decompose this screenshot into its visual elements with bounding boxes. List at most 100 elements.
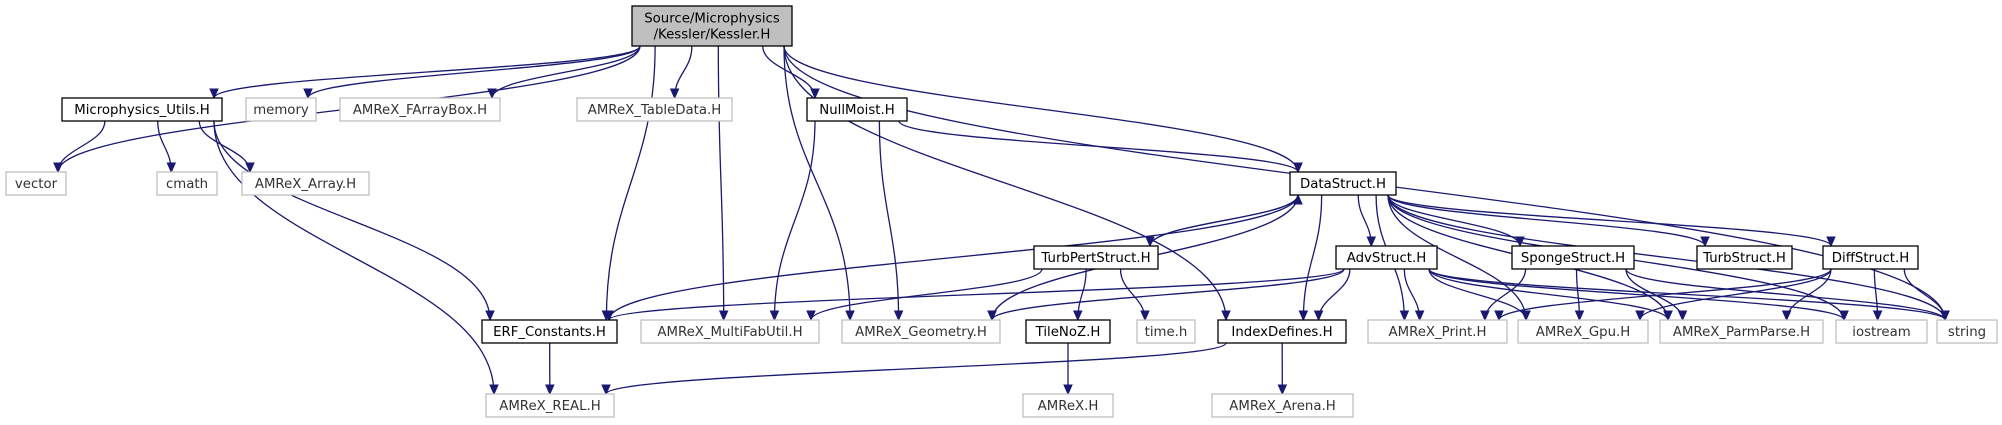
edge-spongestruct-to-print — [1480, 268, 1527, 322]
edge-microphysics_utils-to-amrex_array — [198, 120, 255, 174]
edge-line — [1498, 268, 1832, 321]
node-box — [1659, 319, 1824, 344]
node-label: AdvStruct.H — [1347, 251, 1426, 266]
edge-arrowhead — [1663, 310, 1673, 322]
node-erf-constants[interactable]: ERF_Constants.H — [481, 319, 618, 344]
edge-line — [762, 45, 816, 99]
node-label: string — [1948, 325, 1986, 340]
edge-line — [605, 342, 1227, 395]
edge-datastruct-to-diffstruct — [1387, 194, 1836, 248]
edge-arrowhead — [1140, 310, 1150, 322]
node-box — [245, 97, 317, 122]
edge-line — [213, 120, 491, 321]
node-tilenoz[interactable]: TileNoZ.H — [1025, 319, 1111, 344]
edge-arrowhead — [893, 310, 904, 322]
node-label: AMReX_Arena.H — [1229, 399, 1335, 414]
edge-nullmoist-to-geometry — [878, 120, 904, 322]
edge-arrowhead — [1700, 236, 1710, 248]
node-parmparse: AMReX_ParmParse.H — [1659, 319, 1824, 344]
node-amrex-real: AMReX_REAL.H — [485, 393, 615, 418]
edge-arrowhead — [1677, 310, 1688, 322]
node-label: IndexDefines.H — [1231, 325, 1332, 340]
edge-indexdefines-to-amrex_real — [601, 342, 1227, 396]
edge-advstruct-to-iostream — [1428, 268, 1849, 322]
edge-arrowhead — [845, 310, 855, 322]
node-box — [241, 171, 370, 196]
edge-line — [1387, 194, 1527, 321]
node-farraybox: AMReX_FArrayBox.H — [339, 97, 501, 122]
edge-arrowhead — [166, 162, 177, 174]
edge-line — [783, 45, 851, 321]
node-datastruct[interactable]: DataStruct.H — [1289, 171, 1397, 196]
node-microphysics-utils[interactable]: Microphysics_Utils.H — [61, 97, 223, 122]
node-label: TileNoZ.H — [1035, 325, 1101, 340]
edge-diffstruct-to-string — [1903, 268, 1950, 322]
node-label: AMReX_ParmParse.H — [1673, 325, 1810, 340]
edge-spongestruct-to-gpu — [1574, 268, 1585, 322]
node-box — [1696, 245, 1793, 270]
edge-arrowhead — [1940, 310, 1950, 322]
edge-arrowhead — [1839, 310, 1849, 322]
edge-arrowhead — [489, 384, 499, 396]
node-label: Microphysics_Utils.H — [74, 103, 210, 118]
node-turbstruct[interactable]: TurbStruct.H — [1696, 245, 1793, 270]
edge-arrowhead — [1298, 310, 1309, 322]
node-root[interactable]: Source/Microphysics/Kessler/Kessler.H — [631, 5, 793, 47]
node-label: vector — [15, 177, 58, 192]
node-box — [1211, 393, 1354, 418]
node-diffstruct[interactable]: DiffStruct.H — [1822, 245, 1919, 270]
node-label: cmath — [166, 177, 208, 192]
edge-datastruct-to-turbstruct — [1387, 194, 1710, 248]
edge-line — [1625, 268, 1946, 321]
node-box — [1511, 245, 1635, 270]
node-box — [339, 97, 501, 122]
edge-line — [1149, 194, 1299, 247]
node-label: Source/Microphysics — [644, 12, 780, 27]
node-spongestruct[interactable]: SpongeStruct.H — [1511, 245, 1635, 270]
edge-line — [1387, 194, 1946, 321]
edge-turbpertstruct-to-tilenoz — [1073, 268, 1087, 322]
edge-line — [57, 120, 106, 173]
node-time: time.h — [1136, 319, 1196, 344]
node-label: AMReX_Array.H — [255, 177, 356, 192]
edge-arrowhead — [1574, 310, 1585, 322]
node-label: DataStruct.H — [1300, 177, 1386, 192]
edge-line — [1387, 194, 1706, 247]
edge-datastruct-to-advstruct — [1357, 194, 1377, 248]
edge-line — [783, 45, 1299, 173]
node-box — [640, 319, 820, 344]
node-label: memory — [253, 103, 309, 118]
edge-line — [717, 45, 725, 321]
node-amrex-arena: AMReX_Arena.H — [1211, 393, 1354, 418]
node-indexdefines[interactable]: IndexDefines.H — [1217, 319, 1347, 344]
edge-line — [307, 45, 641, 99]
node-nullmoist[interactable]: NullMoist.H — [806, 97, 908, 122]
node-box — [156, 171, 218, 196]
edge-arrowhead — [1063, 384, 1073, 396]
edge-line — [213, 120, 495, 395]
node-turbpertstruct[interactable]: TurbPertStruct.H — [1033, 245, 1159, 270]
edge-root-to-indexdefines — [783, 45, 1231, 322]
edge-diffstruct-to-print — [1494, 268, 1832, 322]
nodes-layer: Source/Microphysics/Kessler/Kessler.H Mic… — [5, 5, 1998, 418]
edge-datastruct-to-indexdefines — [1298, 194, 1323, 322]
node-gpu: AMReX_Gpu.H — [1517, 319, 1649, 344]
edge-advstruct-to-geometry — [987, 268, 1345, 322]
edge-line — [1639, 268, 1832, 321]
node-box — [1217, 319, 1347, 344]
node-label: DiffStruct.H — [1832, 251, 1909, 266]
edge-nullmoist-to-datastruct — [898, 120, 1303, 174]
node-label: TurbStruct.H — [1702, 251, 1786, 266]
node-advstruct[interactable]: AdvStruct.H — [1335, 245, 1438, 270]
edge-arrowhead — [1221, 310, 1231, 322]
node-box — [1033, 245, 1159, 270]
edge-line — [1428, 268, 1527, 321]
edge-arrowhead — [245, 162, 255, 174]
edge-line — [1302, 194, 1323, 321]
node-label: time.h — [1145, 325, 1188, 340]
node-label: NullMoist.H — [819, 103, 894, 118]
node-print: AMReX_Print.H — [1367, 319, 1508, 344]
node-vector: vector — [5, 171, 67, 196]
edge-arrowhead — [487, 88, 497, 100]
edge-arrowhead — [1480, 310, 1490, 322]
